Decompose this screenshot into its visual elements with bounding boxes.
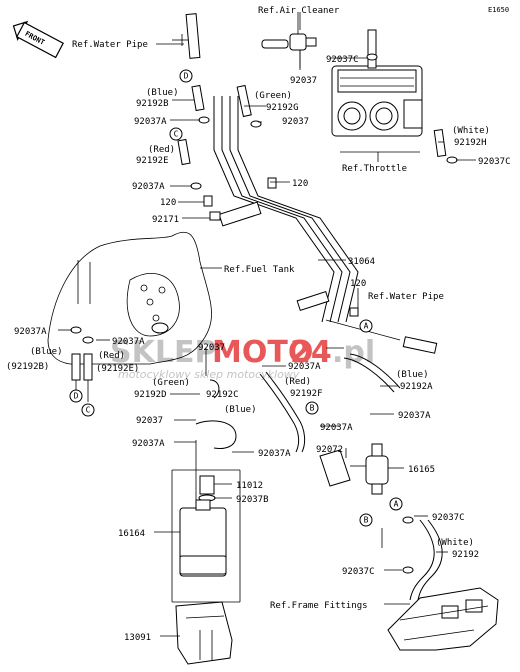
- callout-c-left: C: [81, 403, 95, 417]
- pipe-bundle-31064: [213, 96, 359, 323]
- leader-lines: [58, 12, 476, 637]
- label-blue-3: (Blue): [396, 370, 429, 380]
- label-92037b: 92037B: [236, 495, 269, 505]
- label-92037c-top: 92037C: [326, 55, 359, 65]
- label-green-2: (Green): [152, 378, 190, 388]
- upper-hoses: [177, 53, 458, 190]
- label-92037-left: 92037: [136, 416, 163, 426]
- label-ref-fuel-tank: Ref.Fuel Tank: [224, 265, 295, 275]
- label-92037a-9: 92037A: [258, 449, 291, 459]
- label-92171: 92171: [152, 215, 179, 225]
- svg-text:B: B: [364, 516, 369, 525]
- label-ref-water-pipe-right: Ref.Water Pipe: [368, 292, 444, 302]
- center-lower-hoses: [259, 319, 438, 453]
- label-92037a-6: 92037A: [398, 411, 431, 421]
- label-120-c: 120: [350, 279, 366, 289]
- callout-a-low: A: [389, 497, 403, 511]
- callout-c-top: C: [169, 127, 183, 141]
- part-labels: Ref.Air Cleaner Ref.Water Pipe 92037 920…: [6, 6, 511, 643]
- watermark-brand-b: MOTO: [212, 335, 313, 370]
- throttle-body: [331, 29, 423, 153]
- bracket-13091: [175, 601, 233, 665]
- label-92037a-2: 92037A: [132, 182, 165, 192]
- label-green-1: (Green): [254, 91, 292, 101]
- label-13091: 13091: [124, 633, 151, 643]
- label-92037c-right: 92037C: [478, 157, 511, 167]
- fuel-tank: [47, 231, 212, 365]
- label-92037a-4: 92037A: [112, 337, 145, 347]
- label-blue-1: (Blue): [146, 88, 179, 98]
- label-red-3: (Red): [284, 377, 311, 387]
- canister-16164: [171, 379, 241, 603]
- label-white-2: (White): [436, 538, 474, 548]
- fuel-filter-16165: [319, 443, 389, 495]
- label-92037c-bottom: 92037C: [432, 513, 465, 523]
- label-ref-throttle: Ref.Throttle: [342, 164, 407, 174]
- svg-text:D: D: [184, 72, 189, 81]
- svg-text:C: C: [86, 406, 91, 415]
- label-31064: 31064: [348, 257, 375, 267]
- label-92037a-3: 92037A: [14, 327, 47, 337]
- callout-a-mid: A: [359, 319, 373, 333]
- front-arrow-icon: FRONT: [12, 20, 64, 59]
- label-92072: 92072: [316, 445, 343, 455]
- label-92037-2: 92037: [282, 117, 309, 127]
- label-92037-top: 92037: [290, 76, 317, 86]
- label-ref-frame-fittings: Ref.Frame Fittings: [270, 601, 368, 611]
- label-92192b: 92192B: [136, 99, 169, 109]
- callout-d-left: D: [69, 389, 83, 403]
- label-red-2: (Red): [98, 351, 125, 361]
- label-92192a: 92192A: [400, 382, 433, 392]
- label-92192e: 92192E: [136, 156, 169, 166]
- label-red-1: (Red): [148, 145, 175, 155]
- label-92192b-paren: (92192B): [6, 362, 49, 372]
- callout-d-top: D: [179, 69, 193, 83]
- label-ref-water-pipe-top: Ref.Water Pipe: [72, 40, 148, 50]
- label-92037c-center: 92037C: [342, 567, 375, 577]
- watermark-brand-c: 24: [290, 335, 332, 370]
- callout-b-low: B: [359, 513, 373, 527]
- label-white-1: (White): [452, 126, 490, 136]
- label-92192d: 92192D: [134, 390, 167, 400]
- watermark: SKLEP MOTO 24 .pl motocyklowy sklep moto…: [110, 335, 375, 381]
- label-92192: 92192: [452, 550, 479, 560]
- label-92192h: 92192H: [454, 138, 487, 148]
- label-92037a-1: 92037A: [134, 117, 167, 127]
- svg-text:B: B: [310, 404, 315, 413]
- label-120-a: 120: [292, 179, 308, 189]
- label-92037a-7: 92037A: [320, 423, 353, 433]
- label-92037a-8: 92037A: [132, 439, 165, 449]
- bolts-120: [203, 177, 359, 317]
- watermark-tagline: motocyklowy sklep motocyklowy: [118, 368, 300, 381]
- label-16165: 16165: [408, 465, 435, 475]
- label-ref-air-cleaner: Ref.Air Cleaner: [258, 6, 340, 16]
- air-cleaner-connector: [261, 12, 317, 68]
- label-11012: 11012: [236, 481, 263, 491]
- svg-text:A: A: [364, 322, 369, 331]
- label-92192g: 92192G: [266, 103, 299, 113]
- diagram-code: E1650: [488, 6, 509, 14]
- label-92037-mid: 92037: [198, 343, 225, 353]
- label-92037a-5: 92037A: [288, 362, 321, 372]
- label-16164: 16164: [118, 529, 145, 539]
- watermark-brand-d: .pl: [332, 335, 375, 370]
- label-blue-4: (Blue): [224, 405, 257, 415]
- svg-text:A: A: [394, 500, 399, 509]
- label-92192f: 92192F: [290, 389, 323, 399]
- left-lower-hoses: [70, 326, 94, 402]
- label-120-b: 120: [160, 198, 176, 208]
- label-92192c: 92192C: [206, 390, 239, 400]
- svg-text:D: D: [74, 392, 79, 401]
- label-92192e-paren: (92192E): [96, 364, 139, 374]
- water-pipe-hose-top: [172, 13, 201, 59]
- frame-fittings: [387, 516, 499, 651]
- label-blue-2: (Blue): [30, 347, 63, 357]
- svg-text:C: C: [174, 130, 179, 139]
- callout-b-mid: B: [305, 401, 319, 415]
